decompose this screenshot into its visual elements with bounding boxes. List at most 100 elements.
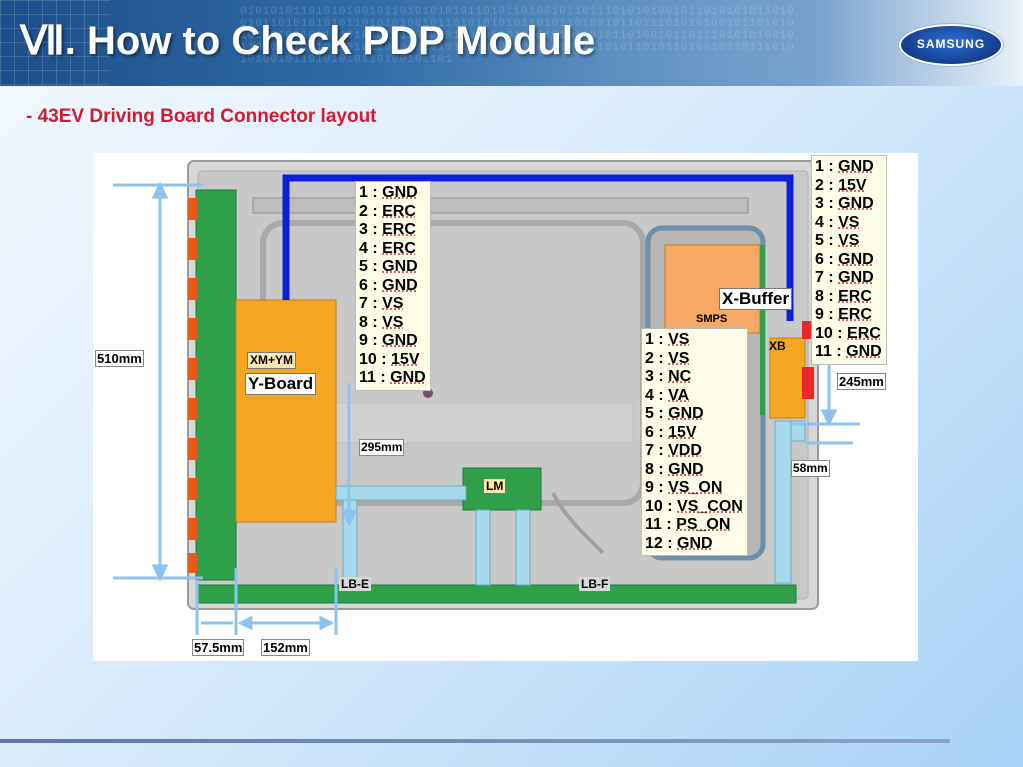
pin-row: 11 : GND	[815, 343, 882, 360]
pin-signal: 15V	[838, 176, 867, 194]
pin-number: 1	[359, 184, 368, 201]
pin-row: 6 : GND	[359, 276, 418, 294]
pin-number: 7	[645, 442, 654, 459]
pin-signal: VS	[838, 232, 860, 249]
dimension-245mm: 245mm	[837, 373, 886, 390]
pin-signal: GND	[382, 184, 418, 201]
pin-signal: VS	[382, 313, 404, 331]
pin-signal: 15V	[668, 423, 697, 441]
x-buffer-label: X-Buffer	[719, 288, 793, 310]
smps-green-edge	[760, 245, 765, 415]
pin-signal: GND	[668, 460, 704, 478]
header-grid-decoration	[0, 0, 110, 86]
pin-signal: GND	[838, 195, 874, 212]
pin-signal: ERC	[838, 287, 872, 305]
pin-signal: GND	[846, 343, 882, 360]
y-board	[235, 299, 337, 523]
pin-row: 5 : VS	[815, 232, 860, 249]
pin-signal: GND	[838, 250, 874, 268]
pin-row: 3 : GND	[815, 195, 874, 212]
xb-board	[769, 337, 806, 419]
pin-signal: ERC	[838, 306, 872, 323]
pin-signal: ERC	[382, 221, 416, 238]
pin-row: 11 : PS_ON	[645, 516, 731, 533]
dimension-58mm: 58mm	[791, 460, 830, 477]
samsung-logo: SAMSUNG	[899, 24, 1003, 66]
pin-row: 4 : ERC	[359, 239, 416, 257]
pin-row: 6 : GND	[815, 250, 874, 268]
pin-row: 2 : 15V	[815, 176, 867, 194]
pin-row: 11 : GND	[359, 369, 426, 386]
pin-signal: GND	[382, 258, 418, 275]
pin-number: 10	[645, 497, 663, 515]
pin-number: 6	[645, 423, 654, 441]
ribbon-cables	[335, 420, 806, 586]
pin-signal: VS	[668, 331, 690, 348]
dimension-152mm: 152mm	[261, 639, 310, 656]
pin-signal: ERC	[382, 202, 416, 220]
pin-row: 3 : NC	[645, 368, 692, 385]
pin-row: 1 : VS	[645, 331, 690, 348]
dimension-lines	[113, 181, 860, 635]
pin-number: 10	[359, 350, 377, 368]
pin-row: 6 : 15V	[645, 423, 697, 441]
pin-number: 1	[645, 331, 654, 348]
pin-number: 6	[359, 276, 368, 294]
center-area	[332, 402, 634, 444]
smps-label: SMPS	[696, 313, 728, 325]
pin-number: 2	[359, 202, 368, 220]
pin-number: 7	[815, 269, 824, 286]
pin-signal: GND	[382, 332, 418, 349]
header-binary-decoration: 0101010110101010010110101010101101011010…	[240, 6, 795, 66]
module-layout-drawing	[113, 160, 860, 635]
pin-number: 1	[815, 158, 824, 175]
pin-number: 2	[645, 349, 654, 367]
header-bar: 0101010110101010010110101010101101011010…	[0, 0, 1023, 86]
pin-row: 10 : ERC	[815, 324, 881, 342]
dimension-57-5mm: 57.5mm	[192, 639, 245, 656]
pin-row: 1 : GND	[359, 184, 418, 201]
pin-number: 9	[815, 306, 824, 323]
left-board-connectors	[188, 198, 197, 573]
pin-number: 8	[645, 460, 654, 478]
pin-number: 9	[359, 332, 368, 349]
pin-signal: ERC	[382, 239, 416, 257]
pin-signal: GND	[677, 534, 713, 552]
xm-ym-label: XM+YM	[247, 352, 297, 369]
y-board-label: Y-Board	[245, 373, 317, 395]
pin-number: 4	[815, 213, 824, 231]
pin-signal: VS	[668, 349, 690, 367]
pin-signal: GND	[382, 276, 418, 294]
pin-number: 7	[359, 295, 368, 312]
pin-signal: VS_ON	[668, 479, 723, 496]
pdp-module-diagram: XM+YM Y-Board X-Buffer SMPS XB LM LB-E L…	[93, 153, 918, 661]
pin-row: 9 : ERC	[815, 306, 872, 323]
pin-row: 7 : VS	[359, 295, 404, 312]
pin-signal: VS	[382, 295, 404, 312]
page-title: Ⅶ. How to Check PDP Module	[20, 19, 596, 63]
pin-row: 5 : GND	[359, 258, 418, 275]
pin-signal: GND	[838, 158, 874, 175]
pin-signal: ERC	[847, 324, 881, 342]
pin-number: 5	[359, 258, 368, 275]
pin-number: 11	[359, 369, 376, 386]
section-subtitle: - 43EV Driving Board Connector layout	[26, 106, 377, 127]
footer-line	[0, 739, 950, 743]
logo-text: SAMSUNG	[916, 37, 986, 51]
pin-signal: VS_CON	[677, 497, 743, 515]
pin-signal: GND	[838, 269, 874, 286]
pin-number: 8	[815, 287, 824, 305]
pin-signal: GND	[668, 405, 704, 422]
pin-number: 12	[645, 534, 663, 552]
pin-signal: VS	[838, 213, 860, 231]
pin-row: 4 : VA	[645, 386, 690, 404]
pin-signal: VA	[668, 386, 690, 404]
pin-number: 9	[645, 479, 654, 496]
pin-row: 12 : GND	[645, 534, 713, 552]
pin-row: 7 : VDD	[645, 442, 702, 459]
pin-row: 2 : ERC	[359, 202, 416, 220]
pin-number: 8	[359, 313, 368, 331]
